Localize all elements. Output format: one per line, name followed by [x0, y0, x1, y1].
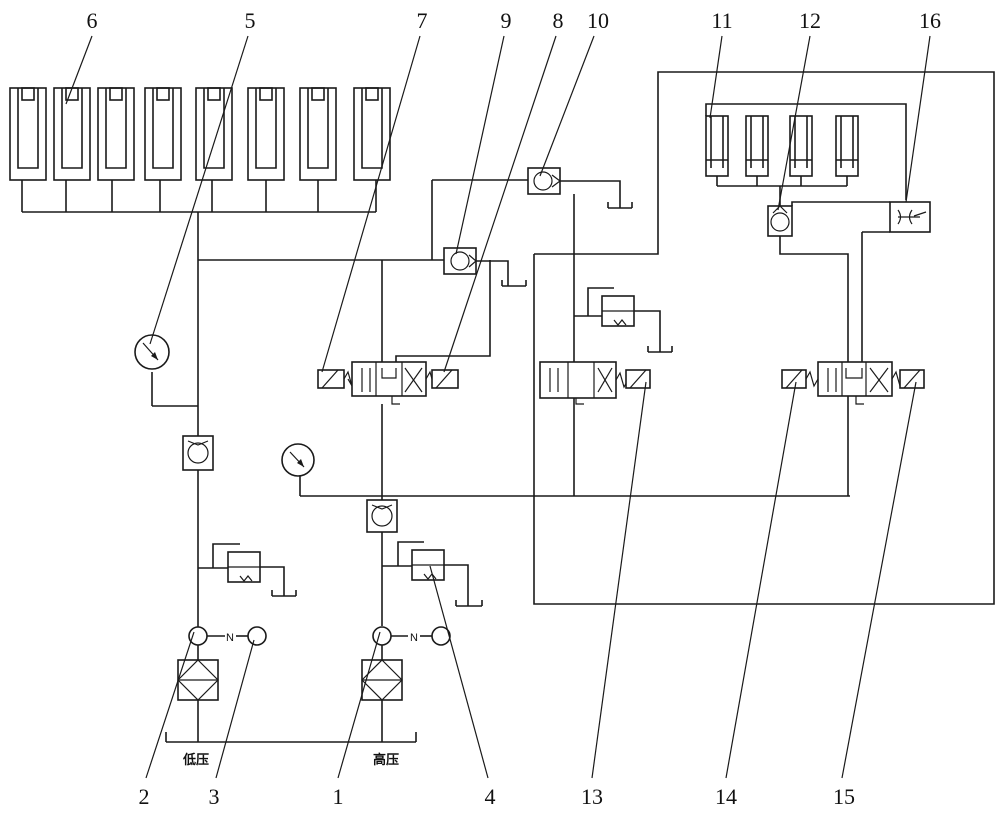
label-16: 16	[919, 8, 941, 33]
check-valve-high	[366, 499, 398, 533]
return-loop	[533, 71, 995, 605]
valve-13-lines	[573, 194, 614, 496]
label-3: 3	[209, 784, 220, 809]
high-pressure-line	[299, 404, 850, 626]
tank-line	[165, 700, 417, 743]
high-pressure-pump: N	[361, 626, 451, 701]
label-12: 12	[799, 8, 821, 33]
relief-valve-low	[212, 543, 297, 597]
label-15: 15	[833, 784, 855, 809]
part-numbers: 6 5 7 9 8 10 11 12 16 2 3 1 4 13 14 15	[87, 8, 942, 809]
relief-valve-high	[397, 541, 483, 607]
label-6: 6	[87, 8, 98, 33]
center-valve-lines	[381, 179, 528, 362]
label-13: 13	[581, 784, 603, 809]
cylinder-bank-right	[705, 103, 907, 206]
label-11: 11	[711, 8, 732, 33]
check-valve-10	[527, 167, 633, 209]
leader-lines	[65, 35, 931, 779]
high-pressure-label: 高压	[373, 752, 399, 768]
svg-text:N: N	[410, 632, 418, 644]
throttle-valve-16	[861, 201, 931, 362]
low-pressure-line	[151, 212, 444, 630]
label-14: 14	[715, 784, 737, 809]
check-valve-low	[182, 435, 214, 471]
cylinder-bank-left	[9, 87, 391, 213]
label-2: 2	[139, 784, 150, 809]
relief-valve-13	[601, 295, 673, 353]
label-4: 4	[485, 784, 496, 809]
svg-text:N: N	[226, 632, 234, 644]
label-5: 5	[245, 8, 256, 33]
check-valve-9	[443, 247, 527, 287]
pressure-gauge-right	[281, 443, 315, 477]
directional-valve-center	[317, 361, 459, 405]
label-9: 9	[501, 8, 512, 33]
label-1: 1	[333, 784, 344, 809]
label-8: 8	[553, 8, 564, 33]
label-10: 10	[587, 8, 609, 33]
check-valve-12	[767, 201, 890, 362]
label-7: 7	[417, 8, 428, 33]
low-pressure-label: 低压	[182, 752, 209, 768]
pressure-gauge-left	[134, 334, 170, 370]
directional-valve-13	[539, 361, 651, 405]
directional-valve-right	[781, 361, 925, 496]
